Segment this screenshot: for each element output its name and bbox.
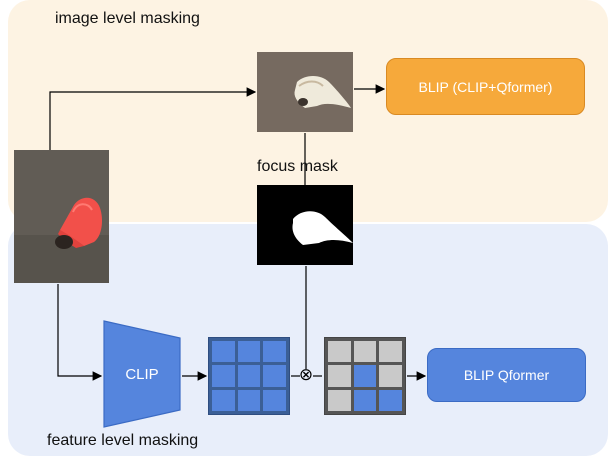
active-feature-cell xyxy=(263,389,286,411)
active-feature-cell xyxy=(237,365,261,387)
feature-level-title: feature level masking xyxy=(47,432,199,449)
focus-mask-image xyxy=(257,185,353,265)
masked-feature-cell xyxy=(328,365,351,387)
masked-feature-grid xyxy=(324,337,406,415)
active-feature-cell xyxy=(379,389,402,411)
arrow-to-masked-image xyxy=(49,87,257,150)
blip-qformer-box: BLIP Qformer xyxy=(427,348,586,402)
active-feature-cell xyxy=(212,341,235,363)
feature-grid xyxy=(208,337,290,415)
active-feature-cell xyxy=(353,389,377,411)
masked-feature-cell xyxy=(353,341,377,363)
clip-encoder: CLIP xyxy=(103,320,181,428)
masked-feature-cell xyxy=(379,341,402,363)
masked-feature-cell xyxy=(379,365,402,387)
masked-shell-image xyxy=(257,52,353,132)
blip-clip-qformer-box: BLIP (CLIP+Qformer) xyxy=(386,58,585,115)
active-feature-cell xyxy=(353,365,377,387)
active-feature-cell xyxy=(263,341,286,363)
active-feature-cell xyxy=(237,389,261,411)
active-feature-cell xyxy=(237,341,261,363)
active-feature-cell xyxy=(212,389,235,411)
focus-mask-label: focus mask xyxy=(257,158,338,175)
shell-photo xyxy=(14,150,109,283)
active-feature-cell xyxy=(263,365,286,387)
masked-feature-cell xyxy=(328,341,351,363)
active-feature-cell xyxy=(212,365,235,387)
arrow-to-clip xyxy=(57,284,103,381)
clip-label: CLIP xyxy=(125,365,159,383)
masked-feature-cell xyxy=(328,389,351,411)
image-level-title: image level masking xyxy=(55,10,200,27)
multiply-icon: ⊗ xyxy=(298,365,314,384)
